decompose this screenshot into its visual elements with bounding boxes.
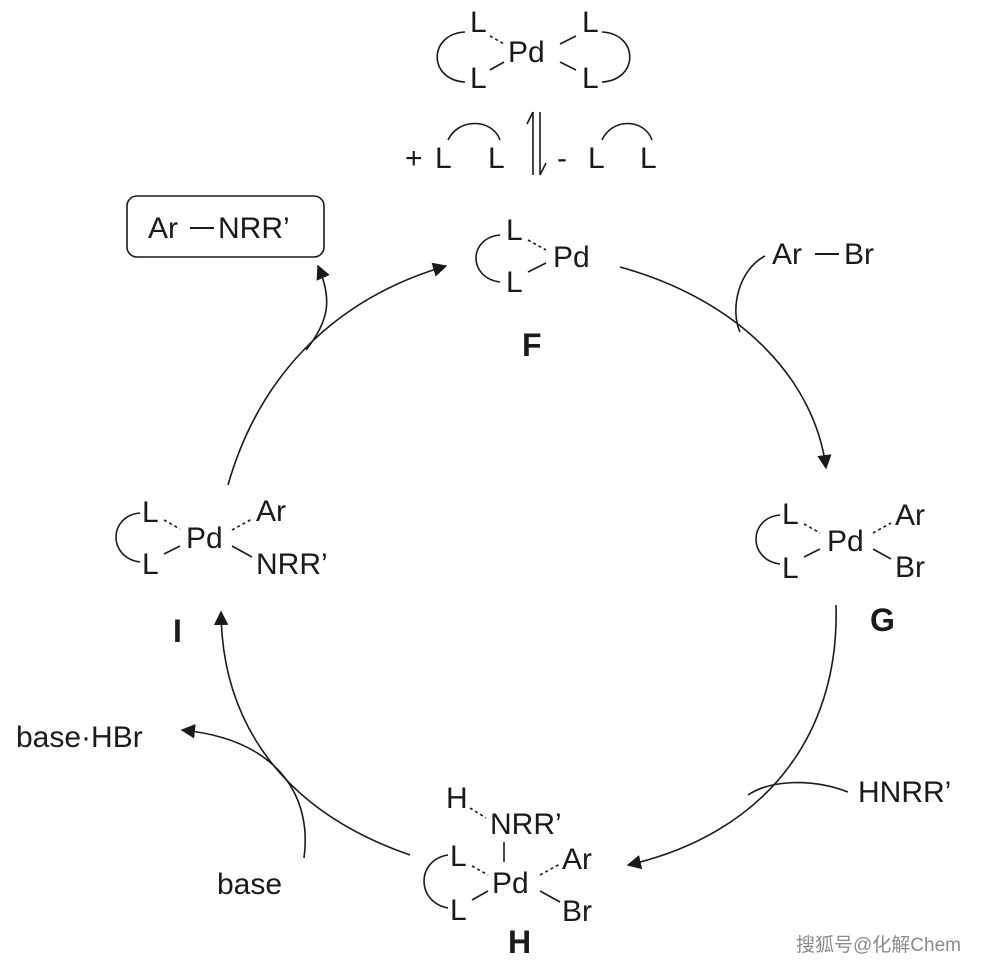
- amine-reagent: HNRR’: [858, 776, 951, 809]
- ligand-label: L: [142, 496, 159, 529]
- palladium-label: Pd: [186, 522, 223, 555]
- ligand-label: L: [488, 142, 505, 175]
- amine-coordination-arrow: [626, 604, 837, 870]
- product-release-arrow: [305, 264, 330, 351]
- base-curve-arrow: [180, 724, 306, 859]
- product-aryl: Ar: [148, 212, 178, 245]
- complex-F: L L Pd F: [475, 214, 590, 363]
- ligand-label: L: [506, 214, 523, 247]
- aryl-label: Ar: [256, 495, 286, 528]
- ligand-exchange-equilibrium: + L L - L L: [405, 111, 657, 176]
- hydrogen-label: H: [446, 782, 468, 815]
- ligand-label: L: [582, 6, 599, 39]
- palladium-label: Pd: [492, 867, 529, 900]
- ligand-label: L: [470, 6, 487, 39]
- aryl-label: Ar: [772, 238, 802, 271]
- amine-ligand-label: NRR’: [490, 808, 562, 841]
- ligand-label: L: [588, 142, 605, 175]
- ligand-label: L: [142, 548, 159, 581]
- base-salt-byproduct: base·HBr: [16, 721, 143, 754]
- aryl-bromide-reagent: Ar Br: [735, 238, 874, 333]
- watermark-text: 搜狐号@化解Chem: [796, 934, 961, 956]
- bromide-label: Br: [562, 895, 592, 928]
- reductive-elimination-arrow: [227, 262, 448, 486]
- bromide-label: Br: [844, 238, 874, 271]
- label-H: H: [508, 924, 531, 960]
- minus-sign: -: [557, 142, 567, 175]
- complex-G: L L Pd Ar Br G: [755, 498, 925, 638]
- ligand-label: L: [450, 840, 467, 873]
- amine-entry-curve: [747, 781, 849, 796]
- complex-I: L L Pd Ar NRR’ I: [115, 495, 328, 649]
- aryl-label: Ar: [895, 499, 925, 532]
- ligand-label: L: [582, 62, 599, 95]
- pd-bis-ligand-complex: L L L L Pd: [436, 6, 631, 95]
- palladium-label: Pd: [827, 525, 864, 558]
- deprotonation-arrow: [213, 610, 411, 856]
- oxidative-addition-arrow: [619, 266, 832, 470]
- label-G: G: [870, 602, 895, 638]
- base-reagent: base: [217, 868, 282, 901]
- palladium-label: Pd: [508, 36, 545, 69]
- ligand-label: L: [640, 142, 657, 175]
- label-I: I: [173, 613, 182, 649]
- product-amine: NRR’: [218, 212, 290, 245]
- complex-H: H NRR’ L L Pd Ar Br H: [423, 782, 592, 960]
- product-box: Ar NRR’: [126, 195, 325, 258]
- label-F: F: [522, 327, 542, 363]
- aryl-label: Ar: [562, 843, 592, 876]
- bromide-label: Br: [895, 551, 925, 584]
- plus-sign: +: [405, 142, 423, 175]
- palladium-label: Pd: [553, 241, 590, 274]
- ligand-label: L: [450, 894, 467, 927]
- ligand-label: L: [435, 142, 452, 175]
- ligand-label: L: [782, 552, 799, 585]
- ligand-label: L: [506, 266, 523, 299]
- ligand-label: L: [782, 498, 799, 531]
- amine-ligand-label: NRR’: [256, 548, 328, 581]
- ligand-label: L: [470, 62, 487, 95]
